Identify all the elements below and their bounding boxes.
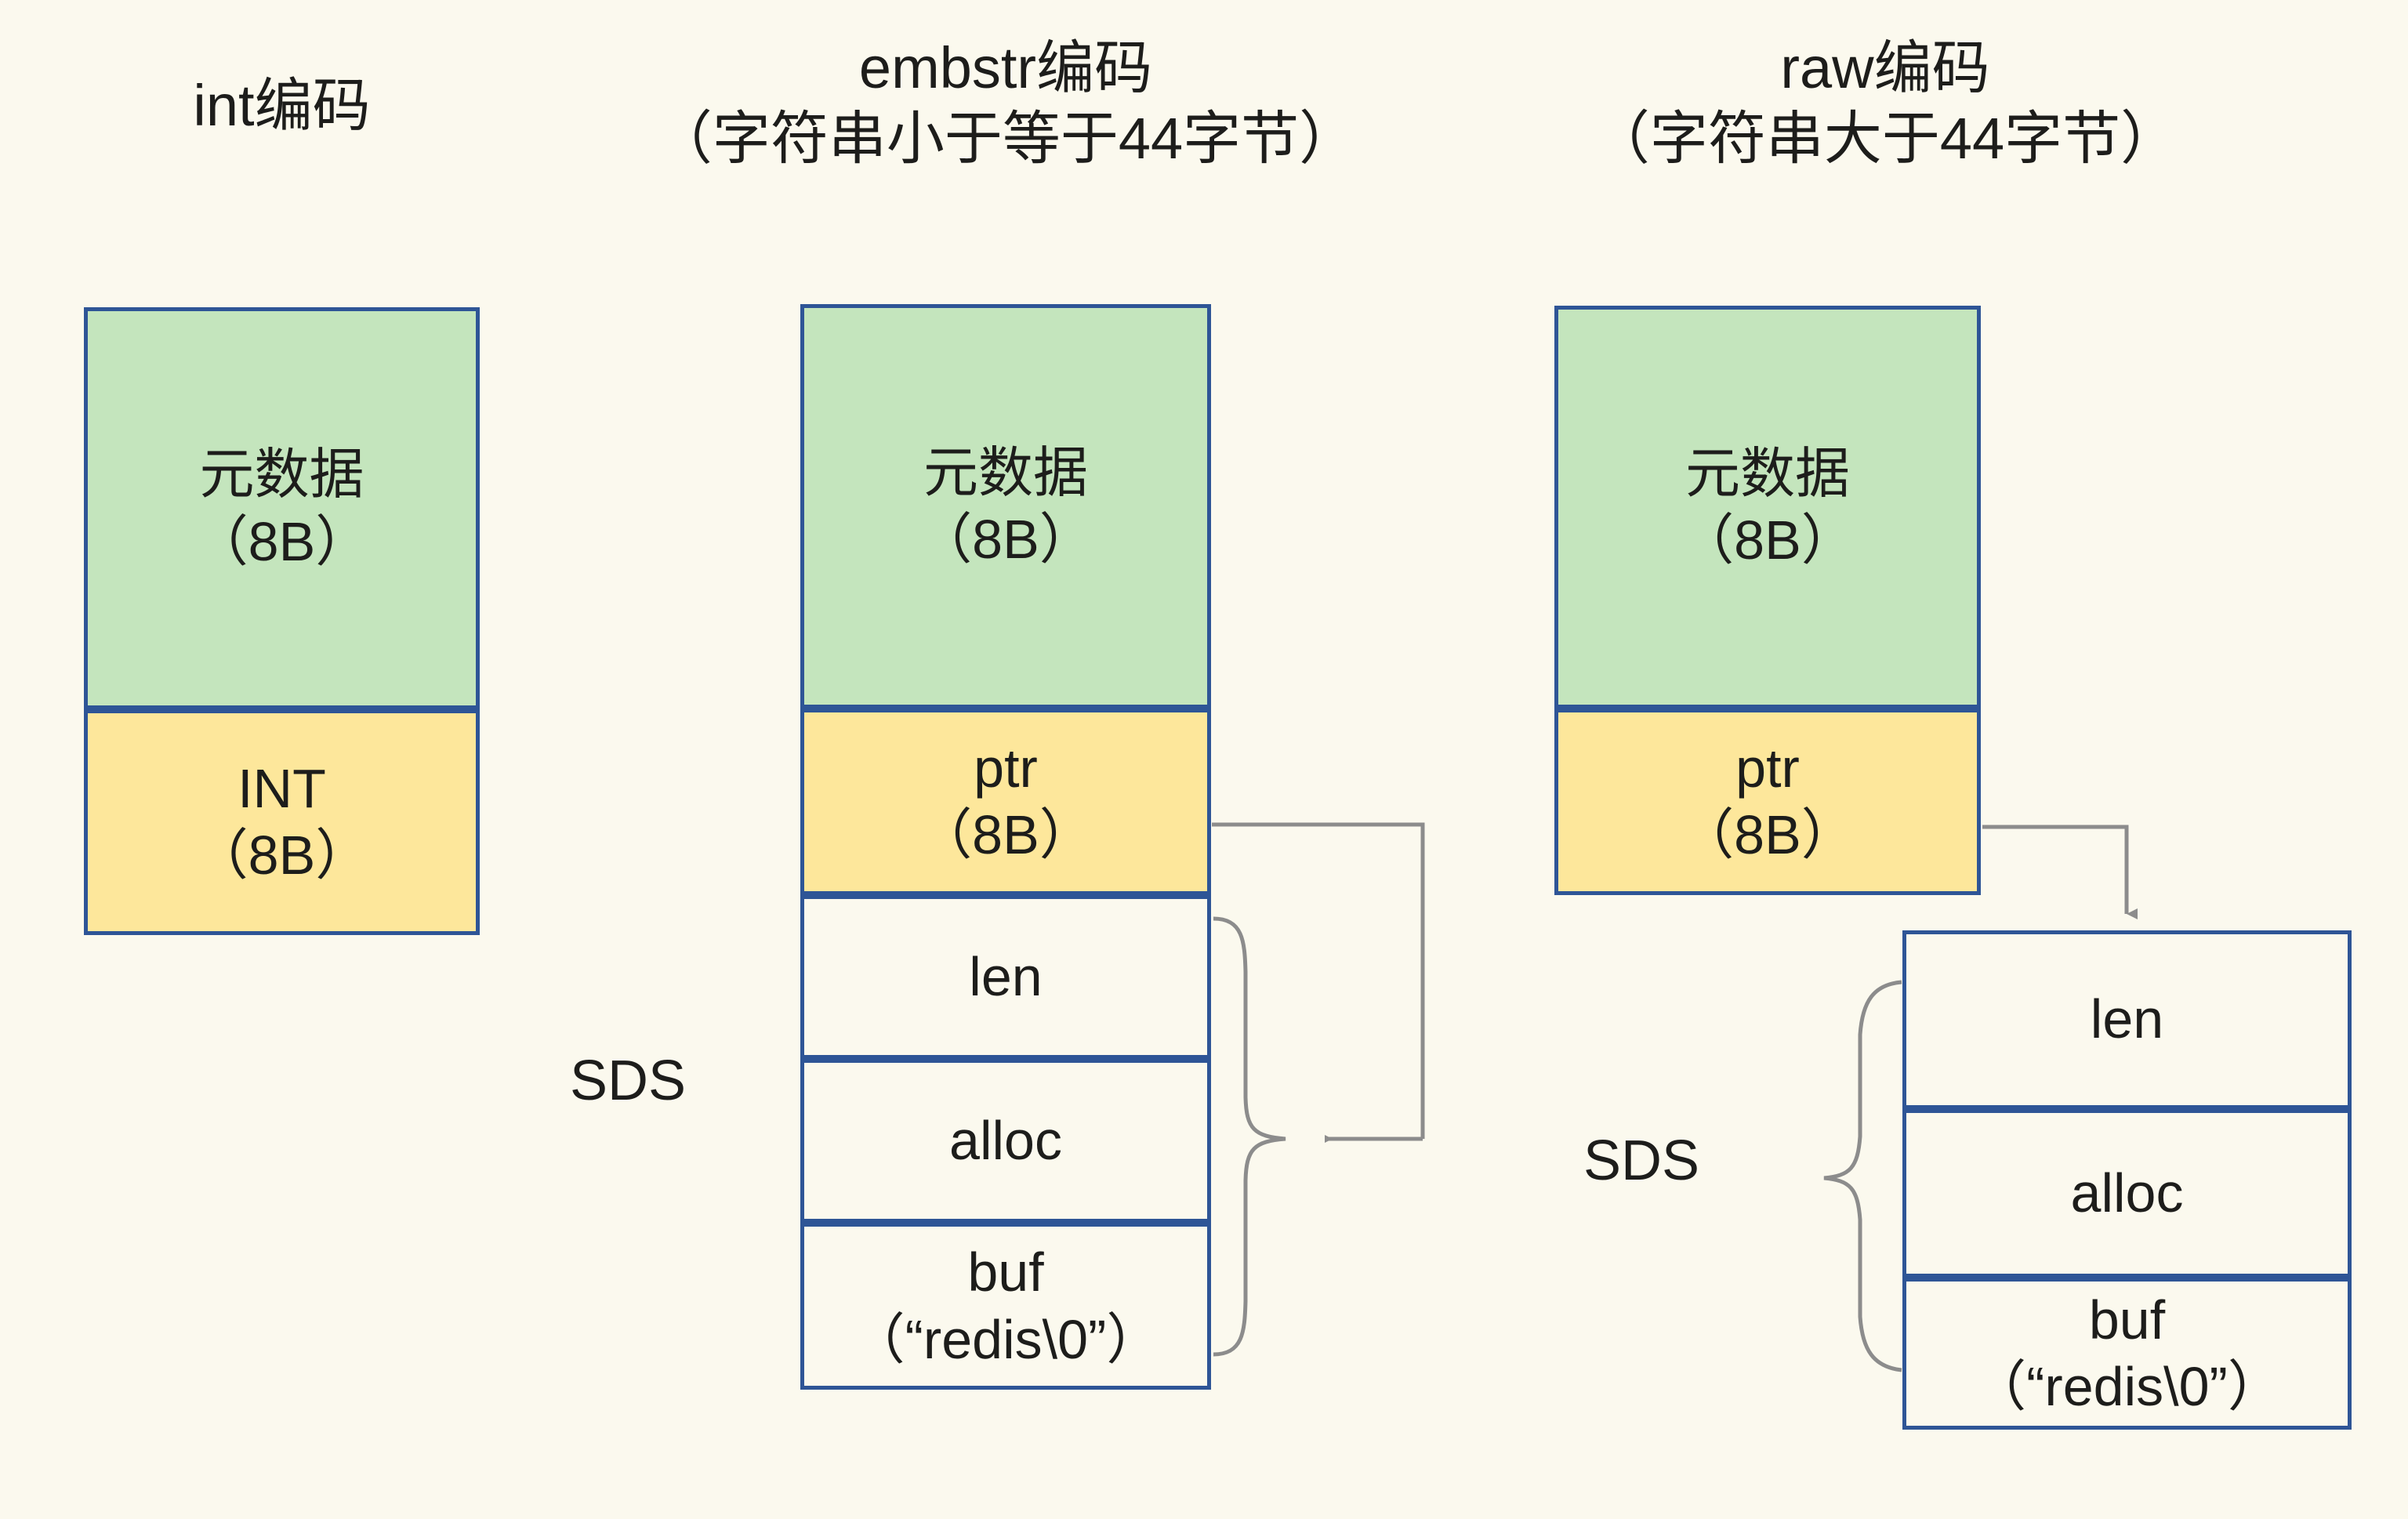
raw-sds-brace bbox=[1823, 980, 1902, 1372]
raw-ptr-cell: ptr （8B） bbox=[1554, 709, 1981, 895]
raw-sds-buf-cell: buf （“redis\0”） bbox=[1902, 1278, 2352, 1430]
raw-metadata-label: 元数据 bbox=[1685, 442, 1850, 504]
column-header-embstr-line1: embstr编码 bbox=[858, 35, 1153, 100]
column-header-raw-line1: raw编码 bbox=[1780, 35, 1990, 100]
column-header-int-line1: int编码 bbox=[193, 73, 371, 138]
embstr-ptr-connector bbox=[1212, 822, 1425, 1143]
embstr-buf-label: buf bbox=[967, 1242, 1044, 1303]
int-value-cell: INT （8B） bbox=[84, 709, 480, 935]
column-header-embstr-line2: （字符串小于等于44字节） bbox=[654, 106, 1358, 172]
int-metadata-cell: 元数据 （8B） bbox=[84, 307, 480, 709]
int-value-size: （8B） bbox=[193, 825, 371, 886]
embstr-alloc-cell: alloc bbox=[800, 1059, 1211, 1223]
raw-sds-alloc-label: alloc bbox=[2070, 1162, 2184, 1224]
embstr-sds-brace bbox=[1213, 916, 1286, 1357]
embstr-len-label: len bbox=[969, 945, 1043, 1007]
int-metadata-label: 元数据 bbox=[199, 444, 364, 506]
raw-ptr-size: （8B） bbox=[1679, 804, 1856, 865]
embstr-buf-cell: buf （“redis\0”） bbox=[800, 1223, 1211, 1390]
raw-metadata-cell: 元数据 （8B） bbox=[1554, 306, 1981, 709]
embstr-alloc-label: alloc bbox=[949, 1109, 1062, 1171]
raw-sds-buf-value: （“redis\0”） bbox=[1971, 1356, 2283, 1417]
raw-sds-label: SDS bbox=[1583, 1129, 1700, 1192]
raw-sds-len-cell: len bbox=[1902, 930, 2352, 1109]
embstr-metadata-cell: 元数据 （8B） bbox=[800, 304, 1211, 709]
column-header-raw-line2: （字符串大于44字节） bbox=[1591, 106, 2179, 172]
raw-metadata-size: （8B） bbox=[1679, 509, 1856, 571]
column-header-embstr: embstr编码 （字符串小于等于44字节） bbox=[549, 33, 1463, 175]
column-header-int: int编码 bbox=[84, 71, 480, 141]
embstr-buf-value: （“redis\0”） bbox=[850, 1308, 1162, 1370]
raw-sds-buf-label: buf bbox=[2088, 1289, 2166, 1350]
int-value-label: INT bbox=[238, 757, 326, 819]
embstr-ptr-size: （8B） bbox=[917, 804, 1094, 865]
embstr-sds-label: SDS bbox=[570, 1050, 687, 1112]
raw-sds-alloc-cell: alloc bbox=[1902, 1109, 2352, 1278]
column-header-raw: raw编码 （字符串大于44字节） bbox=[1489, 33, 2281, 175]
embstr-ptr-cell: ptr （8B） bbox=[800, 709, 1211, 895]
raw-ptr-connector bbox=[1982, 825, 2138, 919]
embstr-ptr-label: ptr bbox=[974, 737, 1038, 799]
embstr-metadata-label: 元数据 bbox=[923, 441, 1088, 503]
embstr-len-cell: len bbox=[800, 895, 1211, 1059]
int-metadata-size: （8B） bbox=[193, 510, 371, 572]
embstr-metadata-size: （8B） bbox=[917, 509, 1094, 570]
raw-ptr-label: ptr bbox=[1735, 737, 1800, 799]
raw-sds-len-label: len bbox=[2090, 988, 2164, 1050]
